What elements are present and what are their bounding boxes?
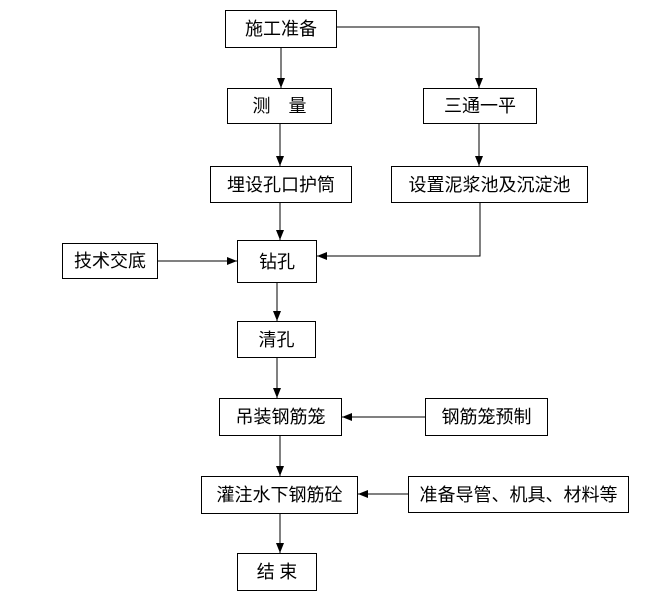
node-tech-brief: 技术交底 — [62, 243, 158, 279]
node-casing: 埋设孔口护筒 — [210, 166, 352, 203]
node-survey-label: 测 量 — [252, 96, 307, 116]
node-hole-cleaning: 清孔 — [237, 321, 316, 358]
node-three-supply-one-level-label: 三通一平 — [444, 96, 516, 116]
node-three-supply-one-level: 三通一平 — [423, 88, 537, 124]
node-casing-label: 埋设孔口护筒 — [227, 174, 335, 195]
node-mud-pool-label: 设置泥浆池及沉淀池 — [408, 174, 571, 195]
node-end-label: 结 束 — [256, 562, 298, 582]
node-hole-cleaning-label: 清孔 — [258, 329, 295, 350]
node-underwater-concrete-label: 灌注水下钢筋砼 — [216, 485, 343, 505]
node-drilling-label: 钻孔 — [259, 251, 295, 272]
node-preparation-label: 施工准备 — [245, 19, 317, 39]
node-pipe-prep: 准备导管、机具、材料等 — [408, 476, 629, 513]
node-mud-pool: 设置泥浆池及沉淀池 — [391, 166, 588, 203]
node-preparation: 施工准备 — [225, 10, 337, 48]
node-drilling: 钻孔 — [237, 240, 317, 283]
node-cage-install: 吊装钢筋笼 — [219, 398, 342, 436]
node-cage-prefab-label: 钢筋笼预制 — [441, 407, 532, 427]
node-pipe-prep-label: 准备导管、机具、材料等 — [419, 484, 618, 505]
arrow-preparation-to-three-supply — [337, 26, 483, 88]
node-survey: 测 量 — [227, 88, 332, 124]
node-cage-install-label: 吊装钢筋笼 — [235, 407, 326, 427]
arrow-mud-pool-to-drilling — [317, 203, 481, 260]
node-underwater-concrete: 灌注水下钢筋砼 — [201, 476, 358, 514]
node-end: 结 束 — [237, 553, 317, 591]
node-tech-brief-label: 技术交底 — [74, 251, 146, 271]
node-cage-prefab: 钢筋笼预制 — [425, 398, 548, 436]
